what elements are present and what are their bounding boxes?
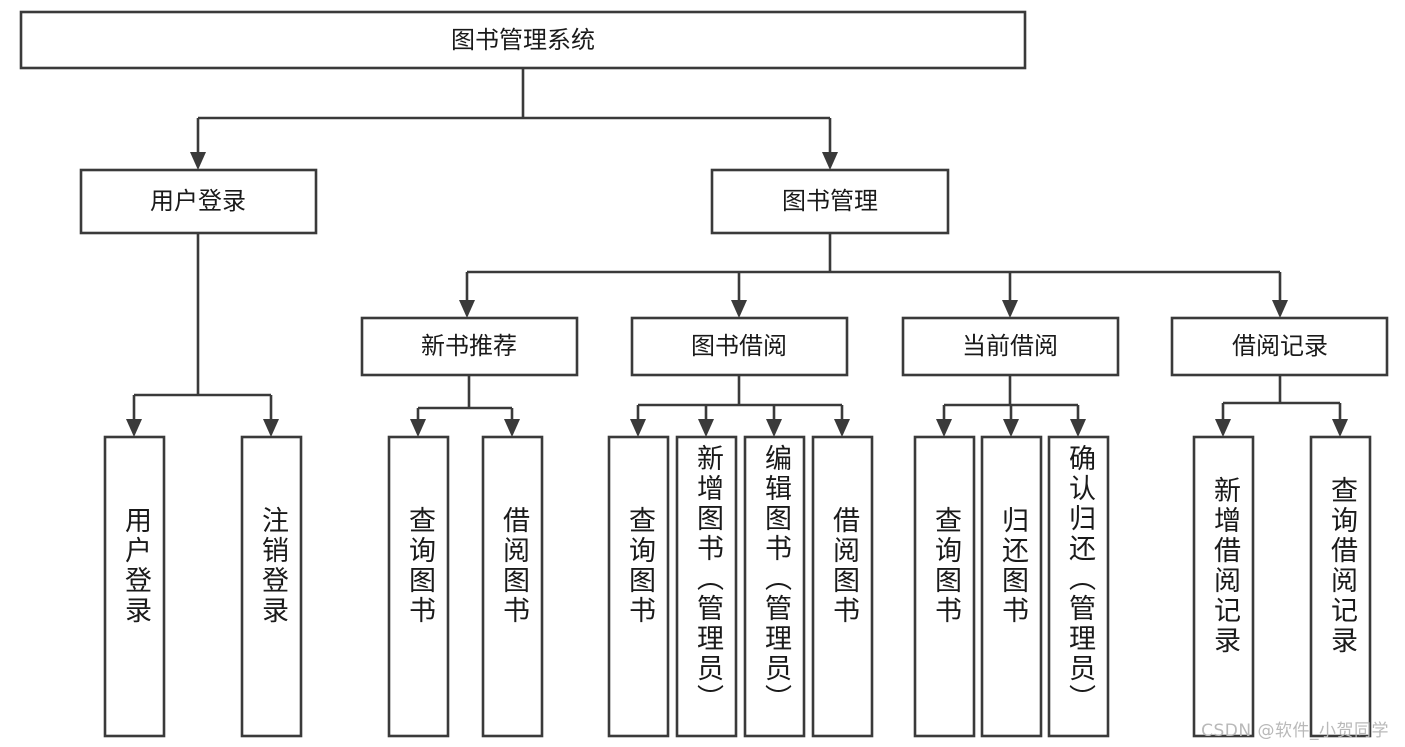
leaf-query-record-box[interactable] <box>1309 435 1372 738</box>
arrowhead-leaf-query-book-1 <box>410 419 426 437</box>
node-book-manage-box[interactable] <box>710 168 950 235</box>
arrowhead-current-borrow <box>1002 300 1018 318</box>
arrowhead-leaf-add-book <box>698 419 714 437</box>
node-user-login-label: 用户登录 <box>150 187 246 215</box>
leaf-boxes <box>103 435 1372 738</box>
node-current-borrow-box[interactable] <box>901 316 1120 377</box>
node-root-label: 图书管理系统 <box>451 26 595 54</box>
node-new-book-rec[interactable]: 新书推荐 <box>360 316 579 377</box>
leaf-edit-book-box[interactable] <box>743 435 806 738</box>
node-book-borrow-box[interactable] <box>630 316 849 377</box>
leaf-logout-box[interactable] <box>240 435 303 738</box>
arrowhead-leaf-edit-book <box>766 419 782 437</box>
leaf-query-book-3-box[interactable] <box>913 435 976 738</box>
arrowhead-new-book-rec <box>459 300 475 318</box>
node-book-manage-label: 图书管理 <box>782 187 878 215</box>
leaf-borrow-book-1-box[interactable] <box>481 435 544 738</box>
arrowhead-leaf-query-record <box>1332 419 1348 437</box>
connectors <box>126 68 1348 437</box>
leaf-query-book-1-box[interactable] <box>387 435 450 738</box>
leaf-borrow-book-2-box[interactable] <box>811 435 874 738</box>
arrowhead-leaf-add-record <box>1215 419 1231 437</box>
node-root-box[interactable] <box>19 10 1027 70</box>
leaf-return-book-box[interactable] <box>980 435 1043 738</box>
leaf-confirm-return-box[interactable] <box>1047 435 1110 738</box>
arrowhead-borrow-record <box>1272 300 1288 318</box>
node-user-login-box[interactable] <box>79 168 318 235</box>
node-user-login[interactable]: 用户登录 <box>79 168 318 235</box>
arrowhead-book-manage <box>822 152 838 170</box>
node-book-manage[interactable]: 图书管理 <box>710 168 950 235</box>
arrowhead-leaf-query-book-2 <box>630 419 646 437</box>
leaf-query-book-2-box[interactable] <box>607 435 670 738</box>
arrowhead-leaf-user-login <box>126 419 142 437</box>
leaf-user-login-box[interactable] <box>103 435 166 738</box>
arrowhead-book-borrow <box>731 300 747 318</box>
node-current-borrow[interactable]: 当前借阅 <box>901 316 1120 377</box>
node-new-book-rec-label: 新书推荐 <box>421 332 517 360</box>
arrowhead-leaf-borrow-book-2 <box>834 419 850 437</box>
node-root[interactable]: 图书管理系统 <box>19 10 1027 70</box>
arrowhead-leaf-borrow-book-1 <box>504 419 520 437</box>
node-book-borrow-label: 图书借阅 <box>691 332 787 360</box>
node-current-borrow-label: 当前借阅 <box>962 332 1058 360</box>
node-borrow-record-box[interactable] <box>1170 316 1389 377</box>
leaf-add-book-box[interactable] <box>675 435 738 738</box>
arrowhead-leaf-return-book <box>1003 419 1019 437</box>
arrowhead-user-login <box>190 152 206 170</box>
leaf-add-record-box[interactable] <box>1192 435 1255 738</box>
arrowhead-leaf-query-book-3 <box>936 419 952 437</box>
arrowhead-leaf-confirm-return <box>1070 419 1086 437</box>
arrowhead-leaf-logout <box>263 419 279 437</box>
node-new-book-rec-box[interactable] <box>360 316 579 377</box>
node-borrow-record-label: 借阅记录 <box>1232 332 1328 360</box>
node-borrow-record[interactable]: 借阅记录 <box>1170 316 1389 377</box>
node-book-borrow[interactable]: 图书借阅 <box>630 316 849 377</box>
